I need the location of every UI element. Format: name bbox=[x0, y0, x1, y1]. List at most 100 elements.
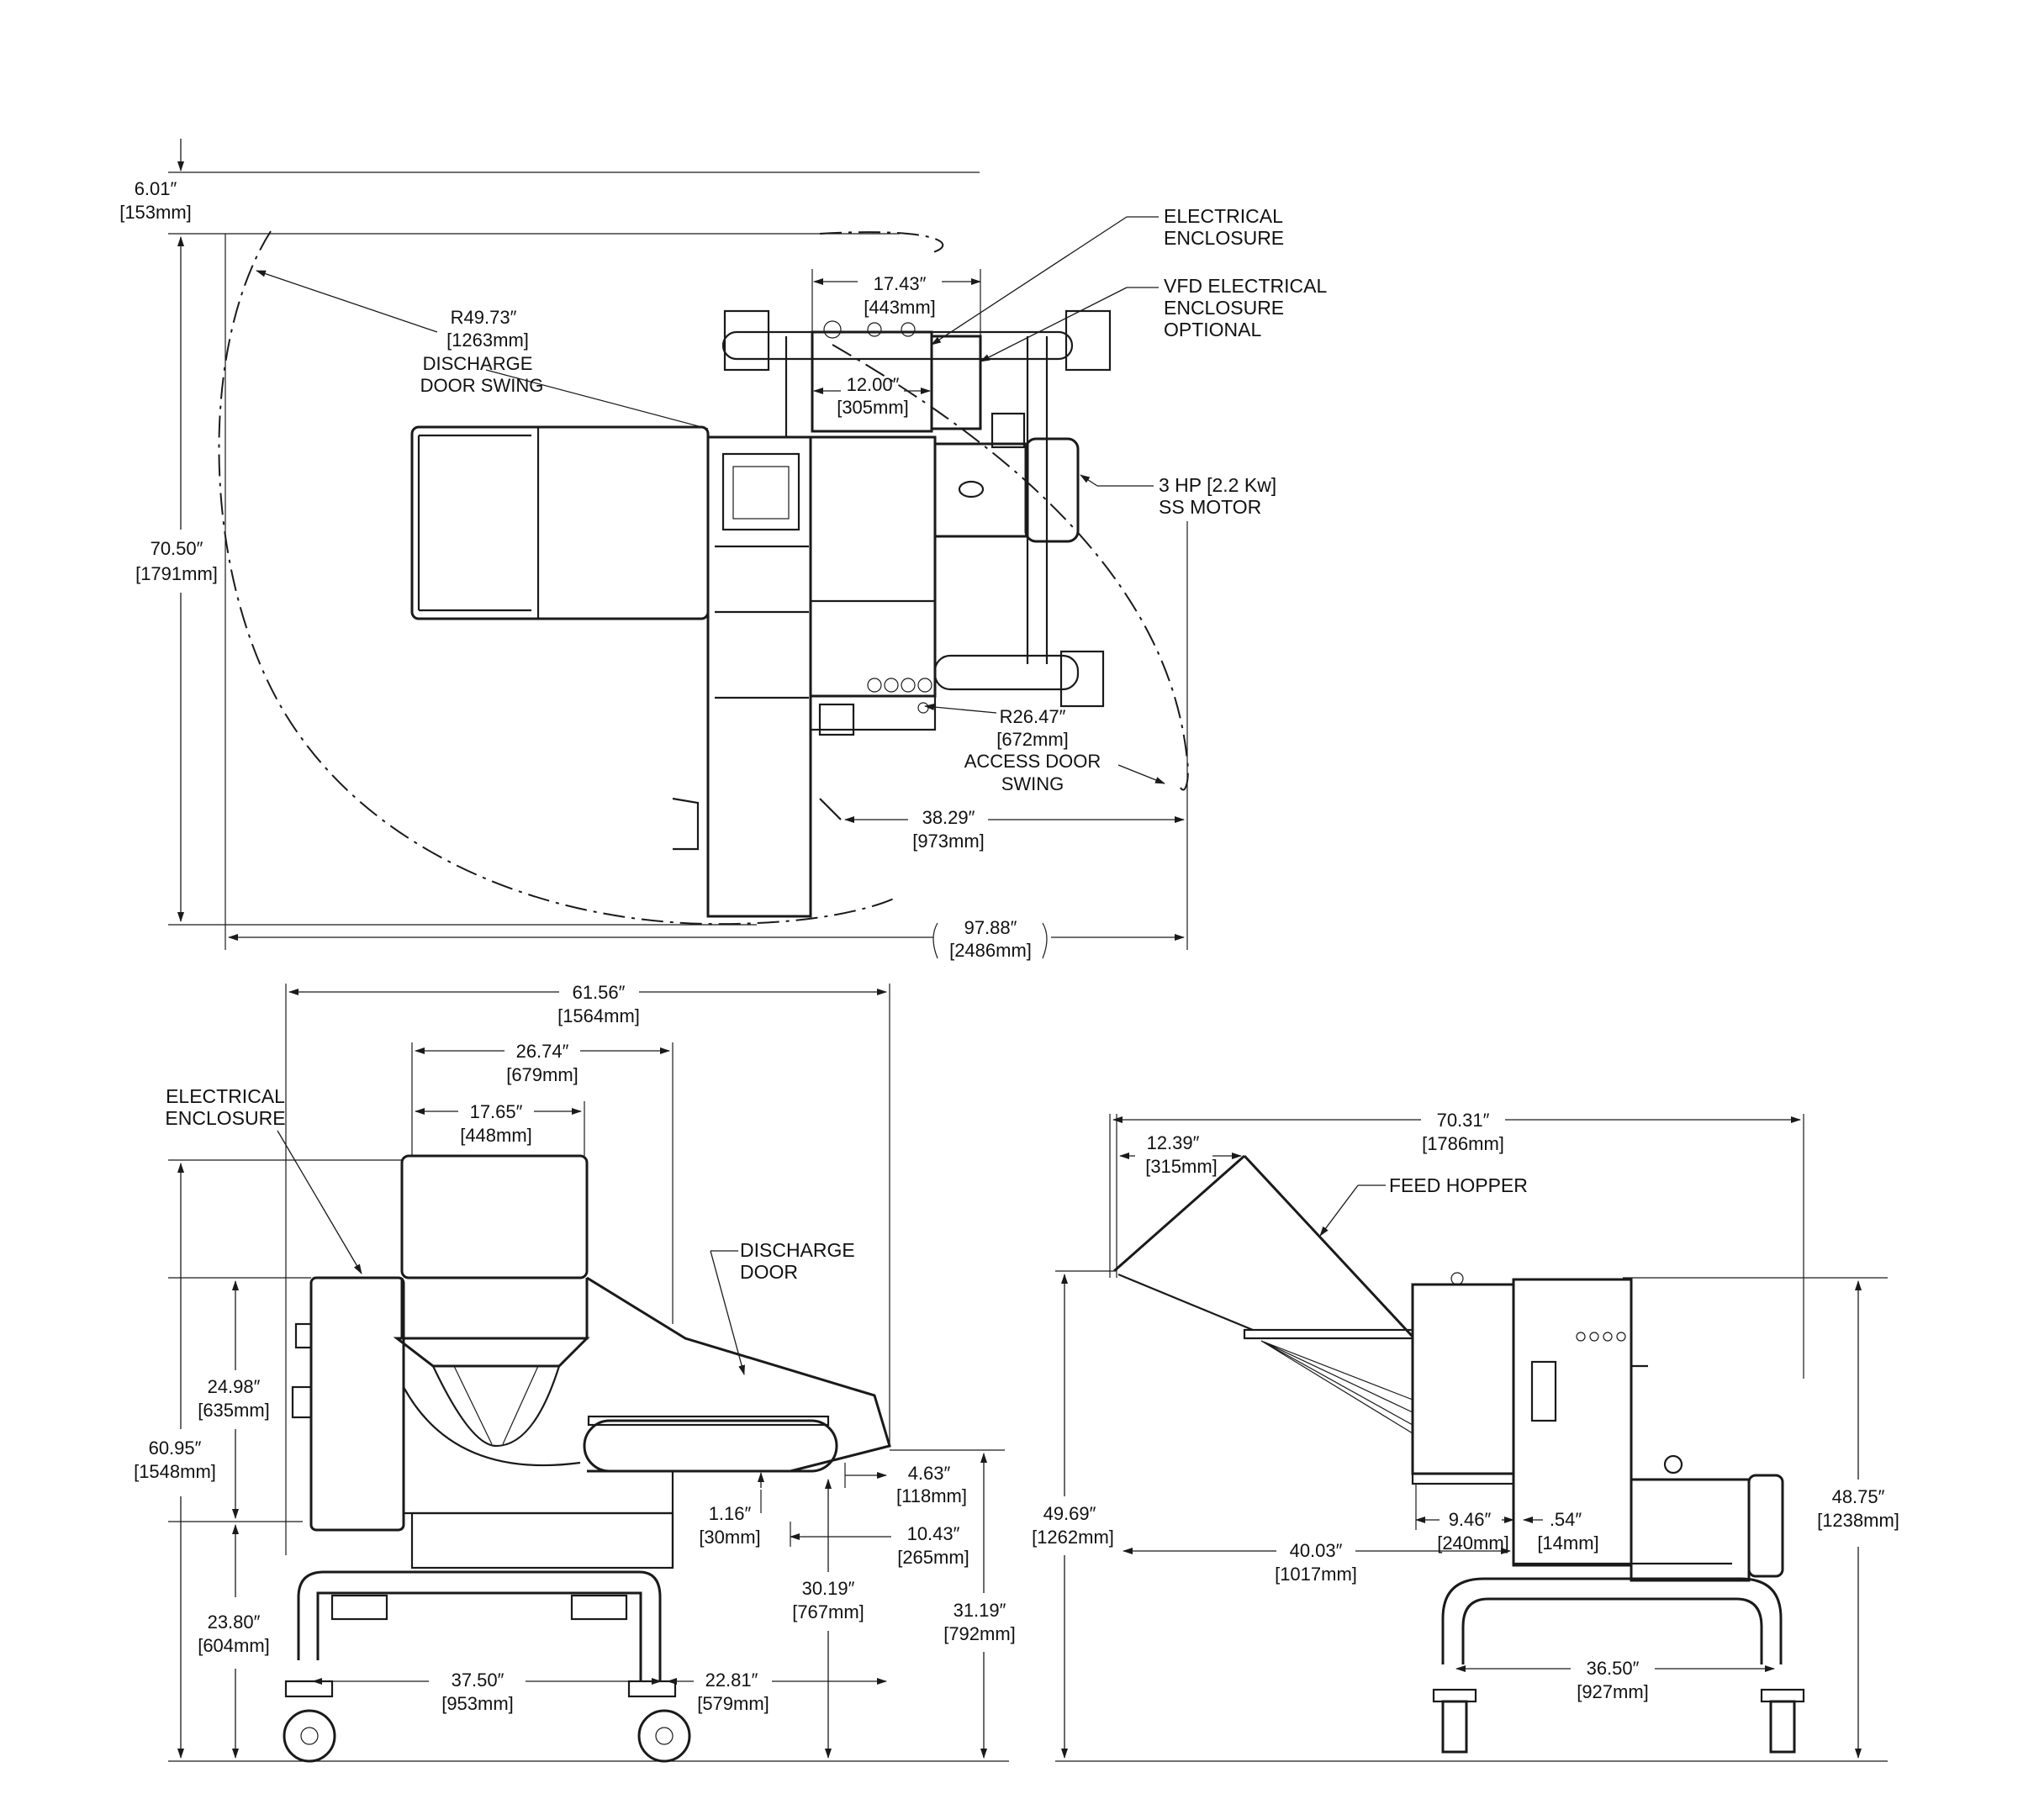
dimension-label-d-24-98-mm: [635mm] bbox=[198, 1400, 270, 1421]
dimension-label-r-49-73-mm: [1263mm] bbox=[446, 330, 529, 351]
callout-motor: 3 HP [2.2 Kw] SS MOTOR bbox=[1080, 474, 1276, 518]
dim-1-16: 1.16″ [30mm] bbox=[699, 1472, 764, 1548]
dim-22-81: 22.81″ [579mm] bbox=[667, 1670, 887, 1714]
dimension-label-d-22-81-mm: [579mm] bbox=[697, 1693, 769, 1714]
dim-12-39: 12.39″ [315mm] bbox=[1119, 1132, 1242, 1177]
dimension-label-d-17-65: 17.65″ bbox=[470, 1101, 523, 1122]
dim-12-00: 12.00″ [305mm] bbox=[813, 374, 931, 418]
dimension-label-d-1-16: 1.16″ bbox=[709, 1503, 752, 1524]
dim-70-31: 70.31″ [1786mm] bbox=[1112, 1110, 1801, 1154]
dim-38-29: 38.29″ [973mm] bbox=[844, 807, 1185, 852]
dimension-label-d-17-43-mm: [443mm] bbox=[864, 297, 936, 318]
dimension-label-d-10-43-mm: [265mm] bbox=[897, 1547, 969, 1568]
dimension-label-discharge-1: DISCHARGE bbox=[740, 1239, 855, 1261]
dimension-label-d-40-03: 40.03″ bbox=[1290, 1540, 1343, 1561]
dimension-label-vfd-2: ENCLOSURE bbox=[1164, 297, 1284, 319]
dimension-label-d-70-50-mm: [1791mm] bbox=[135, 563, 218, 584]
dim-30-19: 30.19″ [767mm] bbox=[792, 1479, 864, 1759]
dim-31-19: 31.19″ [792mm] bbox=[943, 1453, 1016, 1759]
dimension-label-d-12-00-mm: [305mm] bbox=[837, 397, 909, 418]
dimension-label-discharge-swing-2: DOOR SWING bbox=[420, 375, 544, 396]
dimension-label-d-23-80-mm: [604mm] bbox=[198, 1635, 270, 1656]
dimension-label-d-38-29: 38.29″ bbox=[922, 807, 975, 828]
dimension-label-d-12-00: 12.00″ bbox=[847, 374, 900, 395]
dimension-label-d-48-75: 48.75″ bbox=[1832, 1486, 1885, 1507]
dim-48-75: 48.75″ [1238mm] bbox=[1817, 1280, 1899, 1759]
dim-49-69: 49.69″ [1262mm] bbox=[1032, 1274, 1114, 1759]
dimension-label-r-26-47-mm: [672mm] bbox=[996, 729, 1069, 750]
dimension-label-d-6-01-mm: [153mm] bbox=[119, 202, 192, 223]
dim-37-50: 37.50″ [953mm] bbox=[312, 1670, 662, 1714]
dimension-label-d-37-50-mm: [953mm] bbox=[441, 1693, 514, 1714]
dimension-label-d-61-56-mm: [1564mm] bbox=[557, 1005, 640, 1026]
dimension-label-motor-2: SS MOTOR bbox=[1159, 496, 1261, 518]
dimension-label-d-30-19-mm: [767mm] bbox=[792, 1601, 864, 1622]
dim-24-98: 24.98″ [635mm] bbox=[198, 1280, 270, 1519]
dimension-label-elec-1: ELECTRICAL bbox=[166, 1085, 285, 1107]
dimension-label-vfd-3: OPTIONAL bbox=[1164, 319, 1262, 340]
dimension-label-d-22-81: 22.81″ bbox=[705, 1670, 758, 1691]
dim-4-63: 4.63″ [118mm] bbox=[844, 1463, 967, 1506]
dim-6-01: 6.01″ [153mm] bbox=[119, 139, 192, 223]
dim-17-43: 17.43″ [443mm] bbox=[811, 269, 981, 336]
dimension-label-d-26-74-mm: [679mm] bbox=[506, 1064, 578, 1085]
dimension-label-d-1-16-mm: [30mm] bbox=[699, 1527, 760, 1548]
dim-10-43: 10.43″ [265mm] bbox=[790, 1522, 969, 1568]
dimension-label-d-30-19: 30.19″ bbox=[802, 1578, 855, 1599]
callout-discharge-door: DISCHARGE DOOR bbox=[710, 1239, 855, 1375]
dimension-label-d-38-29-mm: [973mm] bbox=[912, 831, 985, 852]
dimension-label-d-24-98: 24.98″ bbox=[208, 1376, 261, 1397]
dimension-label-discharge-swing-1: DISCHARGE bbox=[423, 353, 533, 374]
dimension-label-r-26-47: R26.47″ bbox=[1000, 706, 1066, 727]
callout-electrical-enclosure-side: ELECTRICAL ENCLOSURE bbox=[165, 1085, 362, 1274]
callout-electrical-enclosure-top: ELECTRICAL ENCLOSURE bbox=[931, 205, 1284, 346]
dimension-label-d-12-39: 12.39″ bbox=[1147, 1132, 1200, 1153]
dimension-label-hopper: FEED HOPPER bbox=[1389, 1174, 1528, 1196]
dimension-label-d-4-63: 4.63″ bbox=[908, 1463, 951, 1484]
end-view: 70.31″ [1786mm] 12.39″ [315mm] FEED HOPP… bbox=[1032, 1110, 1899, 1762]
dimension-label-access-swing-1: ACCESS DOOR bbox=[964, 751, 1101, 772]
dim-17-65: 17.65″ [448mm] bbox=[415, 1101, 582, 1146]
machine-plan bbox=[410, 309, 1112, 918]
dimension-label-motor-1: 3 HP [2.2 Kw] bbox=[1159, 474, 1276, 496]
dimension-label-d-36-50-mm: [927mm] bbox=[1577, 1681, 1649, 1702]
dim-r-49-73: R49.73″ [1263mm] DISCHARGE DOOR SWING bbox=[256, 270, 709, 430]
dimension-label-d-31-19: 31.19″ bbox=[954, 1600, 1006, 1621]
machine-side bbox=[283, 1154, 891, 1763]
dimension-label-elec-2: ENCLOSURE bbox=[165, 1107, 285, 1129]
dim-23-80: 23.80″ [604mm] bbox=[198, 1524, 270, 1759]
dimension-label-d-61-56: 61.56″ bbox=[573, 982, 626, 1003]
callout-feed-hopper: FEED HOPPER bbox=[1319, 1174, 1528, 1237]
dim-36-50: 36.50″ [927mm] bbox=[1455, 1658, 1775, 1702]
dimension-label-d-97-88: 97.88″ bbox=[964, 917, 1017, 938]
dimension-label-vfd-1: VFD ELECTRICAL bbox=[1164, 275, 1327, 297]
dim-0-54: .54″ [14mm] bbox=[1523, 1509, 1599, 1554]
dimension-label-discharge-2: DOOR bbox=[740, 1261, 798, 1283]
dimension-label-d-9-46: 9.46″ bbox=[1449, 1509, 1492, 1530]
dimension-label-d-4-63-mm: [118mm] bbox=[896, 1485, 967, 1506]
dimension-label-d-60-95: 60.95″ bbox=[149, 1438, 202, 1459]
dimension-label-r-49-73: R49.73″ bbox=[451, 307, 517, 328]
dimension-label-d-6-01: 6.01″ bbox=[135, 178, 177, 199]
dimension-label-d-17-65-mm: [448mm] bbox=[460, 1125, 532, 1146]
dimension-label-d-40-03-mm: [1017mm] bbox=[1275, 1564, 1357, 1585]
dimension-label-d-0-54: .54″ bbox=[1550, 1509, 1582, 1530]
dimension-label-d-12-39-mm: [315mm] bbox=[1145, 1156, 1218, 1177]
dimension-label-d-9-46-mm: [240mm] bbox=[1437, 1532, 1509, 1554]
dimension-label-d-17-43: 17.43″ bbox=[874, 273, 927, 294]
dimension-label-d-31-19-mm: [792mm] bbox=[943, 1623, 1016, 1644]
dimension-label-d-26-74: 26.74″ bbox=[516, 1041, 569, 1062]
dim-61-56: 61.56″ [1564mm] bbox=[288, 982, 887, 1026]
dimension-label-d-37-50: 37.50″ bbox=[452, 1670, 504, 1691]
dimension-label-d-70-31-mm: [1786mm] bbox=[1422, 1133, 1504, 1154]
dim-60-95: 60.95″ [1548mm] bbox=[134, 1163, 216, 1759]
dimension-label-d-70-50: 70.50″ bbox=[151, 538, 203, 559]
dim-9-46: 9.46″ [240mm] bbox=[1415, 1484, 1514, 1554]
dimension-label-d-49-69: 49.69″ bbox=[1043, 1503, 1096, 1524]
dimension-label-access-swing-2: SWING bbox=[1001, 773, 1064, 794]
dimension-label-d-70-31: 70.31″ bbox=[1437, 1110, 1490, 1131]
dim-97-88: 97.88″ [2486mm] bbox=[228, 917, 1185, 961]
dimension-label-elec-1: ELECTRICAL bbox=[1164, 205, 1283, 227]
dimension-label-d-0-54-mm: [14mm] bbox=[1537, 1532, 1598, 1554]
